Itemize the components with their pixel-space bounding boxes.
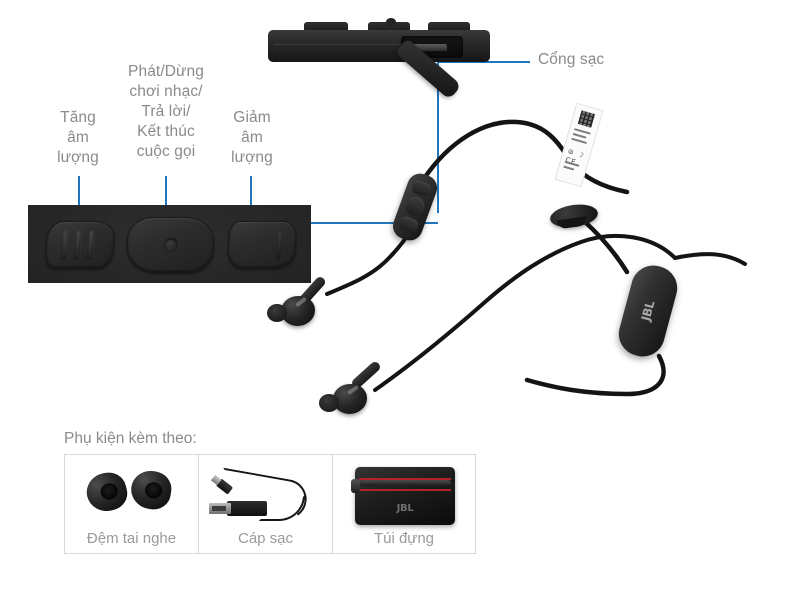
ear-tip-right — [128, 468, 174, 513]
side-view-nub — [386, 18, 396, 26]
cable-clip — [548, 201, 600, 231]
side-view-button-3 — [428, 22, 470, 32]
accessory-ear-tips: Đệm tai nghe — [65, 455, 199, 553]
side-view-button-2 — [368, 22, 410, 32]
callout-charging-port: Cổng sạc — [538, 51, 605, 68]
jbl-logo: JBL — [638, 299, 658, 323]
pouch-body: JBL — [351, 467, 455, 525]
accessory-charging-cable: Cáp sạc — [199, 455, 333, 553]
side-view-button-1 — [304, 22, 348, 32]
play-pause-button[interactable] — [127, 217, 214, 273]
inline-remote-control[interactable] — [389, 169, 441, 245]
product-photo: ⊜ ☽ CE JBL — [255, 100, 800, 420]
earphone-cables — [325, 119, 747, 397]
pouch-zipper — [359, 480, 451, 486]
pouch-zipper-pull — [351, 479, 360, 493]
ear-tips-illustration — [65, 461, 198, 523]
remote-side-view — [268, 18, 490, 100]
accessory-caption-carrying-pouch: Túi đựng — [373, 530, 435, 547]
inline-volume-up-button[interactable] — [410, 179, 433, 198]
remote-control-detail-panel — [28, 205, 311, 283]
accessories-title: Phụ kiện kèm theo: — [64, 430, 197, 447]
pouch-jbl-logo: JBL — [396, 503, 414, 514]
inline-volume-down-button[interactable] — [397, 215, 420, 234]
inline-play-pause-button[interactable] — [403, 194, 427, 219]
callout-volume-down: Giảm âm lượng — [231, 109, 273, 166]
accessory-carrying-pouch: JBL Túi đựng — [333, 455, 475, 553]
accessory-caption-ear-tips: Đệm tai nghe — [86, 530, 177, 547]
qr-code-icon — [577, 110, 596, 128]
certification-label: ⊜ ☽ CE — [554, 102, 604, 188]
left-earbud-tip — [267, 304, 287, 322]
callout-play-pause-call: Phát/Dừng chơi nhạc/ Trả lời/ Kết thúc c… — [128, 63, 204, 160]
accessories-row: Đệm tai nghe Cáp sạc JBL — [64, 454, 476, 554]
ear-tip-left — [82, 468, 131, 517]
accessory-caption-charging-cable: Cáp sạc — [237, 530, 294, 547]
usb-a-plug — [227, 501, 267, 516]
callout-volume-up: Tăng âm lượng — [57, 109, 99, 166]
charging-port-slot — [409, 44, 447, 51]
compliance-marks-icon: ⊜ ☽ CE — [564, 147, 586, 167]
battery-module: JBL — [613, 260, 683, 362]
leader-line-detail-to-remote — [311, 222, 438, 224]
charging-cable-illustration — [199, 461, 332, 523]
right-earbud-tip — [319, 394, 339, 412]
carrying-pouch-illustration: JBL — [333, 461, 475, 525]
volume-up-button[interactable] — [44, 221, 116, 269]
